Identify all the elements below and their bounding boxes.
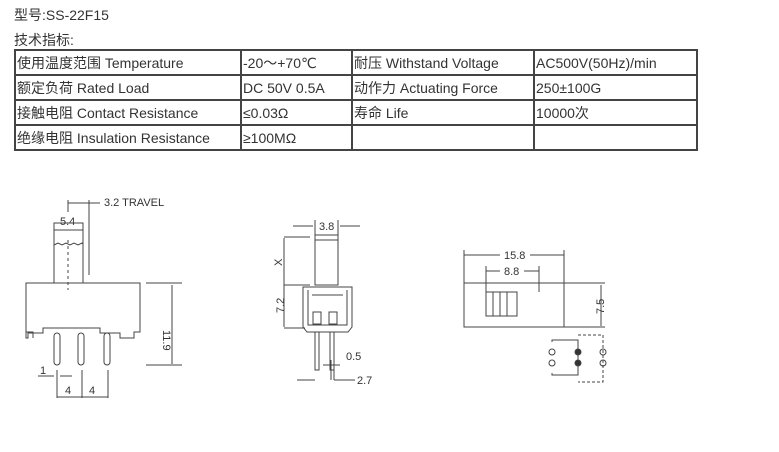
table-row: 绝缘电阻 Insulation Resistance≥100MΩ — [14, 124, 698, 151]
model-number: 型号:SS-22F15 — [14, 7, 109, 23]
front-view: 3.2 TRAVEL 5.4 11.9 1 4 4 — [25, 197, 182, 398]
side-view: 3.8 X 7.2 0.5 2.7 — [273, 220, 372, 387]
table-cell: 10000次 — [533, 99, 698, 126]
top-height-label: 7.5 — [595, 299, 607, 314]
table-cell: -20～+70℃ — [240, 49, 353, 76]
spec-heading: 技术指标: — [14, 32, 74, 48]
table-cell: ≤0.03Ω — [240, 99, 353, 126]
table-cell: AC500V(50Hz)/min — [533, 49, 698, 76]
side-x-label: X — [273, 258, 285, 266]
table-cell: 接触电阻 Contact Resistance — [14, 99, 242, 126]
table-cell: ≥100MΩ — [240, 124, 353, 151]
pin-width-label: 1 — [40, 365, 46, 377]
pin-thickness-label: 0.5 — [346, 351, 361, 363]
top-view: 15.8 8.8 7.5 — [463, 250, 607, 383]
table-cell: 额定负荷 Rated Load — [14, 74, 242, 101]
travel-label: 3.2 TRAVEL — [104, 197, 164, 209]
table-cell: 绝缘电阻 Insulation Resistance — [14, 124, 242, 151]
pin-span-label: 2.7 — [357, 375, 372, 387]
table-cell: DC 50V 0.5A — [240, 74, 353, 101]
side-width-label: 3.8 — [319, 221, 334, 233]
table-cell: 动作力 Actuating Force — [351, 74, 535, 101]
pitch1-label: 4 — [65, 385, 71, 397]
table-cell — [351, 124, 535, 151]
side-height-label: 7.2 — [275, 298, 287, 313]
height-label: 11.9 — [160, 330, 172, 351]
length-label: 15.8 — [504, 250, 525, 262]
table-cell: 耐压 Withstand Voltage — [351, 49, 535, 76]
pitch2-label: 4 — [89, 385, 95, 397]
table-cell: 寿命 Life — [351, 99, 535, 126]
table-cell — [533, 124, 698, 151]
actuator-width-label: 5.4 — [60, 216, 75, 228]
slot-label: 8.8 — [504, 266, 519, 278]
table-cell: 使用温度范围 Temperature — [14, 49, 242, 76]
table-cell: 250±100G — [533, 74, 698, 101]
